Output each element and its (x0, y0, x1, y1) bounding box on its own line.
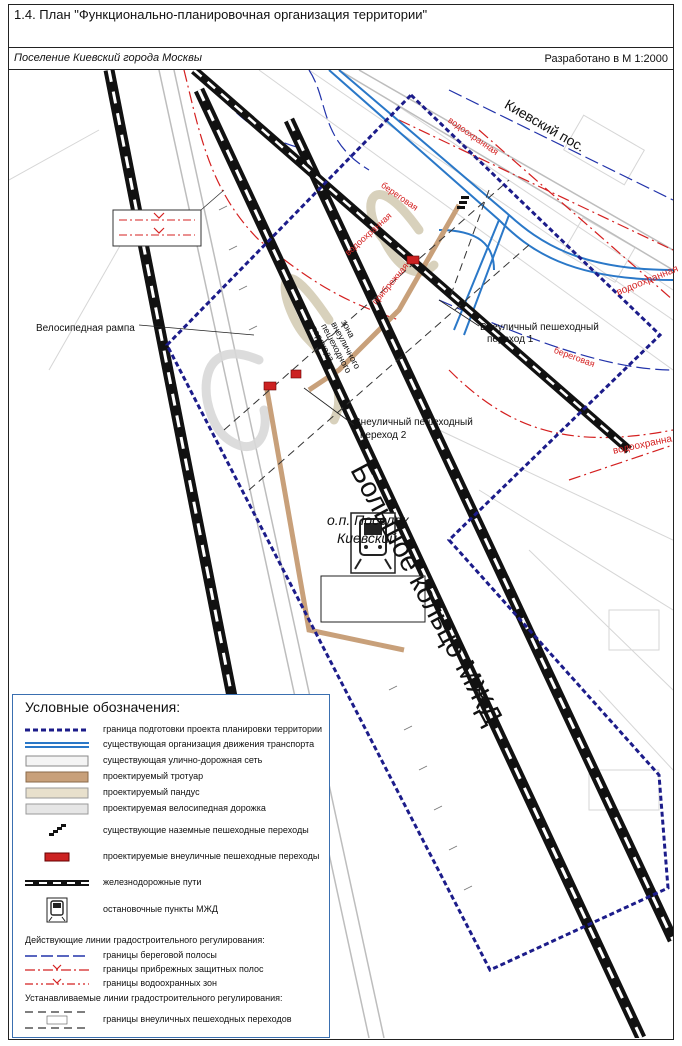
legend-item-boundary: граница подготовки проекта планировки те… (25, 723, 325, 737)
station-symbol (46, 897, 68, 923)
water-zone-sample-box (112, 189, 225, 247)
legend-new-lines-title: Устанавливаемые линии градостроительного… (25, 993, 283, 1003)
background-streets (9, 70, 673, 811)
shore-line-symbol (25, 955, 89, 957)
legend-item-proposed-crossing: проектируемые внеуличные пешеходные пере… (25, 850, 325, 864)
label-station-line2: Киевский (337, 530, 398, 546)
ramps (201, 190, 439, 451)
crossing-boundary-symbol (25, 1011, 89, 1029)
label-bike-ramp: Велосипедная рампа (36, 323, 135, 334)
leader-lines (138, 299, 480, 426)
proposed-crossings (263, 255, 420, 391)
legend-item-bike: проектируемая велосипедная дорожка (25, 802, 325, 816)
crossing-zone-lines (223, 179, 530, 491)
title-bar: 1.4. План "Функционально-планировочная о… (8, 4, 674, 48)
legend-item-ramp: проектируемый пандус (25, 786, 325, 800)
label-crossing1-line2: переход 1 (487, 334, 534, 345)
boundary-symbol (25, 728, 89, 732)
proposed-crossing-symbol (44, 852, 70, 862)
legend-item-station: остановочные пункты МЖД (25, 897, 325, 923)
existing-crossing-symbol (49, 824, 66, 836)
legend-item-existing-crossing: существующие наземные пешеходные переход… (25, 824, 325, 838)
bike-path-symbol (25, 803, 89, 815)
train-station-icon (350, 512, 396, 574)
planning-boundary (165, 92, 670, 972)
transport-symbol (25, 742, 89, 748)
page-title: 1.4. План "Функционально-планировочная о… (14, 7, 428, 22)
water-zone-line-symbol (25, 978, 89, 985)
legend-item-sidewalk: проектируемый тротуар (25, 770, 325, 784)
legend-item-crossing-boundary: границы внеуличных пешеходных переходов (25, 1009, 325, 1031)
legend-existing-lines-title: Действующие линии градостроительного рег… (25, 935, 265, 945)
streets-symbol (25, 755, 89, 767)
station-label-box (320, 575, 426, 623)
sidewalk-symbol (25, 771, 89, 783)
label-station-line1: о.п. Поселок (327, 512, 409, 528)
sidewalks (264, 203, 462, 653)
railway-symbol (25, 880, 89, 886)
legend-item-coastal-line: границы прибрежных защитных полос (25, 963, 325, 977)
settlement-label: Поселение Киевский города Москвы (14, 52, 202, 64)
legend-item-shore-line: границы береговой полосы (25, 949, 325, 963)
label-crossing2-line2: переход 2 (360, 430, 407, 441)
legend-item-transport: существующая организация движения трансп… (25, 738, 325, 752)
subtitle-bar: Поселение Киевский города Москвы Разрабо… (8, 48, 674, 70)
legend-item-railway: железнодорожные пути (25, 876, 325, 890)
label-crossing2-line1: Внеуличный пешеходный (354, 417, 473, 428)
coastal-line-symbol (25, 964, 89, 971)
existing-crossing (457, 196, 469, 209)
map-frame (8, 4, 674, 1040)
legend-item-water-zone-line: границы водоохранных зон (25, 977, 325, 991)
scale-label: Разработано в М 1:2000 (544, 53, 668, 65)
label-crossing1-line1: Внеуличный пешеходный (480, 322, 599, 333)
water-zone-lines (183, 70, 673, 481)
legend-item-streets: существующая улично-дорожная сеть (25, 754, 325, 768)
ramp-symbol (25, 787, 89, 799)
rail-ticks (218, 205, 473, 891)
legend-title: Условные обозначения: (25, 699, 181, 715)
legend-panel: Условные обозначения: граница подготовки… (12, 694, 330, 1038)
